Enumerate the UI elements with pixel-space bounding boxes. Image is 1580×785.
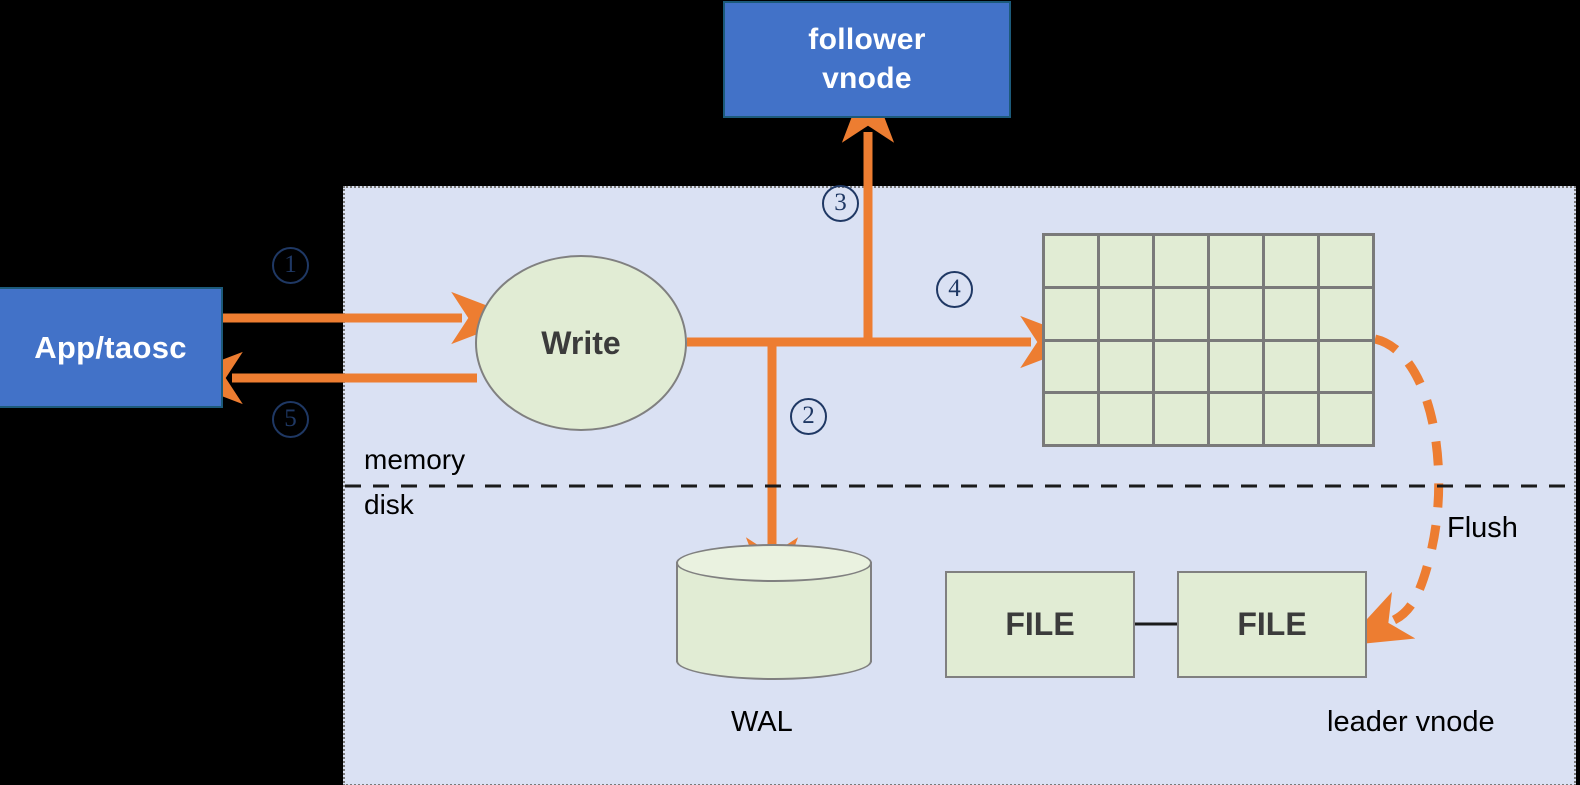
file-node-2[interactable]: FILE xyxy=(1177,571,1367,678)
flush-label: Flush xyxy=(1447,512,1518,544)
memory-table-cell xyxy=(1210,341,1265,395)
step-marker-3: 3 xyxy=(822,185,859,222)
follower-vnode-label-line2: vnode xyxy=(822,61,912,95)
memory-table-cell xyxy=(1155,288,1210,342)
step-marker-4: 4 xyxy=(936,271,973,308)
memory-table-cell xyxy=(1155,236,1210,289)
follower-vnode-label: follower vnode xyxy=(808,21,925,98)
memory-table-cell xyxy=(1210,236,1265,289)
file-node-1[interactable]: FILE xyxy=(945,571,1135,678)
wal-cylinder-top xyxy=(676,544,872,582)
file-node-1-label: FILE xyxy=(1005,606,1075,642)
step-marker-2: 2 xyxy=(790,398,827,435)
app-taosc-node[interactable]: App/taosc xyxy=(0,287,223,408)
memory-table-cell xyxy=(1100,288,1155,342)
follower-vnode-label-line1: follower xyxy=(808,23,926,57)
memory-table-cell xyxy=(1100,394,1155,447)
memory-table-cell xyxy=(1320,394,1375,447)
memory-table-cell xyxy=(1265,236,1320,289)
memory-table-cell xyxy=(1100,236,1155,289)
follower-vnode-node[interactable]: follower vnode xyxy=(723,1,1011,118)
wal-label: WAL xyxy=(731,706,793,738)
memory-table-cell xyxy=(1045,288,1100,342)
step-marker-5: 5 xyxy=(272,401,309,438)
memory-table-cell xyxy=(1155,341,1210,395)
memory-table-cell xyxy=(1320,288,1375,342)
memory-table-cell xyxy=(1320,341,1375,395)
app-taosc-label: App/taosc xyxy=(34,329,187,365)
memory-table-cell xyxy=(1210,394,1265,447)
disk-label: disk xyxy=(364,489,414,520)
arrow-flush-memtable-to-file xyxy=(1342,334,1444,646)
memory-label: memory xyxy=(364,444,466,475)
wal-cylinder-node[interactable] xyxy=(676,544,872,680)
leader-vnode-label: leader vnode xyxy=(1327,706,1495,738)
write-node[interactable]: Write xyxy=(475,255,687,431)
memory-table-cell xyxy=(1265,394,1320,447)
memory-table-cell xyxy=(1320,236,1375,289)
write-label: Write xyxy=(541,324,621,361)
memory-table-cell xyxy=(1155,394,1210,447)
memory-table-cell xyxy=(1045,341,1100,395)
memory-table-cell xyxy=(1210,288,1265,342)
step-marker-1: 1 xyxy=(272,247,309,284)
memory-table-cell xyxy=(1265,288,1320,342)
memory-table-cell xyxy=(1045,394,1100,447)
memory-table-cell xyxy=(1045,236,1100,289)
memory-table-cell xyxy=(1265,341,1320,395)
file-node-2-label: FILE xyxy=(1237,606,1307,642)
memory-table-cell xyxy=(1100,341,1155,395)
memory-table-grid[interactable] xyxy=(1042,233,1375,447)
